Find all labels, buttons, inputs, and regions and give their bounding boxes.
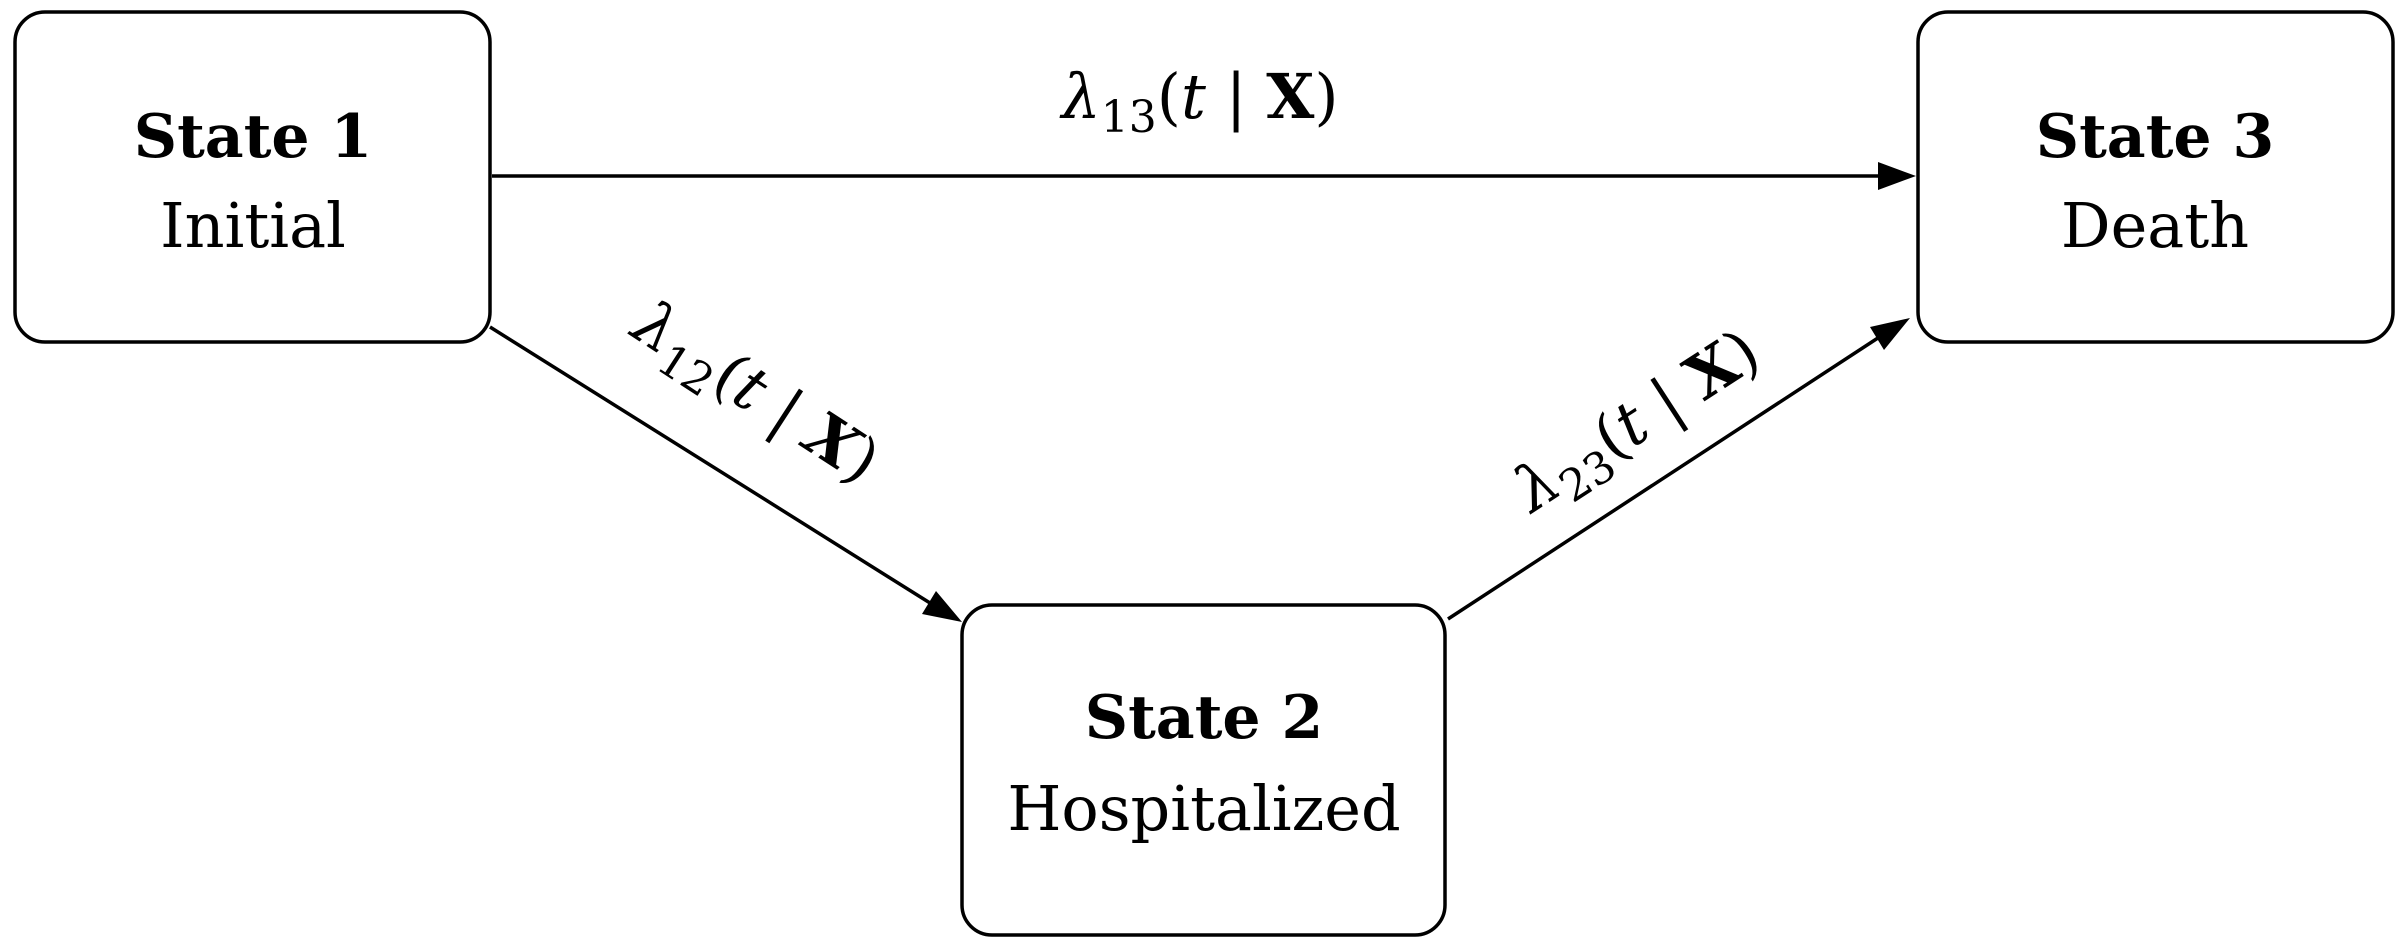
edge-1-to-2 (489, 325, 939, 610)
rate-13-cond: X (1266, 60, 1315, 133)
arrowhead-2-to-3 (1870, 318, 1910, 350)
state-3-name: Death (2061, 189, 2249, 262)
state-2-name: Hospitalized (1007, 772, 1400, 845)
state-1-name: Initial (160, 189, 346, 262)
state-3-node: State 3 Death (1916, 10, 2395, 344)
rate-label-13: λ13(t | X) (1058, 60, 1338, 143)
state-3-box (1916, 10, 2395, 344)
rate-13-close: ) (1314, 60, 1338, 133)
rate-label-23: λ23(t | X) (1498, 314, 1778, 536)
state-2-box (960, 603, 1447, 937)
edge-2-to-3 (1447, 332, 1885, 621)
rate-label-12: λ12(t | X) (613, 284, 893, 506)
rate-13-bar: | (1206, 60, 1266, 133)
rate-13-subscript: 13 (1101, 92, 1157, 143)
state-1-box (13, 10, 492, 344)
arrowhead-1-to-3 (1878, 162, 1916, 190)
state-3-title: State 3 (2036, 102, 2274, 172)
state-1-title: State 1 (134, 102, 372, 172)
rate-13-open: ( (1157, 60, 1181, 133)
state-2-title: State 2 (1085, 683, 1323, 753)
state-1-node: State 1 Initial (13, 10, 492, 344)
rate-13-var: t (1181, 60, 1206, 133)
arrowhead-1-to-2 (922, 591, 962, 622)
state-2-node: State 2 Hospitalized (960, 603, 1447, 937)
rate-13-lambda: λ (1058, 60, 1100, 133)
